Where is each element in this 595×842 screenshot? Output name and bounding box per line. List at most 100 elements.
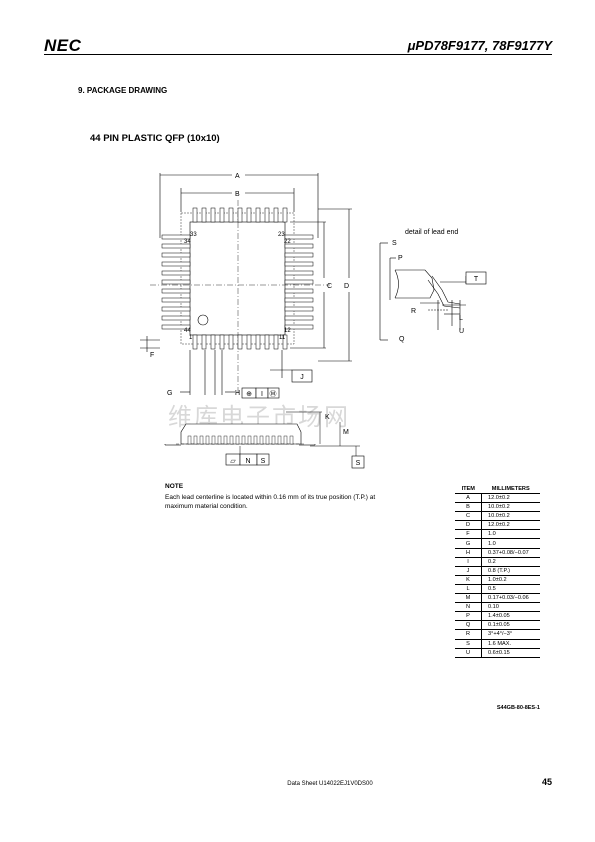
dim-k: K	[325, 414, 330, 421]
dim-c: C	[327, 283, 332, 290]
section-title: 9. PACKAGE DRAWING	[78, 86, 168, 95]
value-cell: 0.2	[481, 557, 540, 567]
page-number: 45	[541, 777, 552, 787]
note-heading: NOTE	[165, 483, 184, 490]
item-cell: N	[455, 602, 482, 613]
pin-34: 34	[184, 239, 191, 245]
dim-m: M	[343, 429, 349, 436]
pin-23: 23	[278, 232, 285, 238]
leads-bottom	[192, 334, 288, 350]
dim-p: P	[398, 255, 403, 262]
item-cell: H	[455, 548, 482, 558]
item-cell: G	[455, 538, 482, 549]
dim-d: D	[344, 283, 349, 290]
item-cell: I	[455, 557, 482, 567]
item-cell: Q	[455, 620, 482, 631]
side-view	[164, 423, 316, 446]
value-cell: 1.6 MAX.	[481, 639, 540, 649]
item-cell: R	[455, 629, 482, 640]
item-cell: F	[455, 529, 482, 540]
value-cell: 1.0±0.2	[481, 575, 540, 585]
nec-logo: NEC	[44, 36, 82, 55]
dim-f: F	[150, 352, 154, 359]
datum-s-side: S	[356, 460, 361, 467]
value-cell: 1.0	[481, 538, 540, 549]
note-body: Each lead centerline is located within 0…	[165, 494, 376, 510]
item-cell: S	[455, 639, 482, 649]
dim-j: J	[300, 374, 304, 381]
dim-n: N	[245, 458, 250, 465]
dim-g: G	[167, 390, 172, 397]
value-cell: 1.4±0.05	[481, 611, 540, 622]
item-cell: C	[455, 511, 482, 522]
datum-t: T	[474, 276, 479, 283]
item-cell: A	[455, 493, 482, 504]
dim-h: H	[235, 390, 240, 397]
item-cell: K	[455, 575, 482, 585]
drawing-code: S44GB-80-8ES-1	[496, 705, 540, 711]
value-cell: 0.6±0.15	[481, 648, 540, 658]
table-header-millimeters: MILLIMETERS	[481, 485, 540, 494]
pin-33: 33	[190, 232, 197, 238]
item-cell: M	[455, 593, 482, 604]
value-cell: 0.8 (T.P.)	[481, 566, 540, 576]
datum-s-ref: S	[261, 458, 266, 465]
dim-l: L	[459, 315, 463, 322]
value-cell: 0.10	[481, 602, 540, 613]
value-cell: 0.17+0.03/−0.06	[481, 593, 540, 604]
value-cell: 0.37+0.08/−0.07	[481, 548, 540, 558]
value-cell: 3°+4°/−3°	[481, 629, 540, 640]
dim-b: B	[235, 191, 240, 198]
header-rule	[44, 54, 552, 55]
dim-q: Q	[399, 336, 405, 343]
qfp-body-outline	[180, 212, 295, 345]
item-cell: J	[455, 566, 482, 576]
package-title: 44 PIN PLASTIC QFP (10x10)	[90, 133, 220, 144]
value-cell: 1.0	[481, 529, 540, 540]
dim-r: R	[411, 308, 416, 315]
item-cell: L	[455, 584, 482, 595]
footer-doc-number: Data Sheet U14022EJ1V0DS00	[287, 781, 373, 787]
dim-a: A	[235, 173, 240, 180]
item-cell: U	[455, 648, 482, 658]
value-cell: 0.5	[481, 584, 540, 595]
value-cell: 10.0±0.2	[481, 511, 540, 522]
position-tolerance-frame	[241, 387, 280, 399]
flatness-frame	[225, 453, 270, 466]
leads-right	[284, 234, 314, 330]
dim-u: U	[459, 328, 464, 335]
mmc-symbol: Ⓜ	[270, 390, 277, 398]
pin-1: 1	[189, 335, 193, 341]
flatness-symbol: ⏥	[230, 458, 236, 465]
pin-11: 11	[279, 335, 286, 341]
leads-top	[192, 207, 288, 223]
item-cell: B	[455, 502, 482, 513]
qfp-body-inner	[189, 221, 286, 336]
value-cell: 12.0±0.2	[481, 520, 540, 531]
item-cell: D	[455, 520, 482, 531]
pin-12: 12	[284, 328, 291, 334]
value-cell: 10.0±0.2	[481, 502, 540, 513]
leads-left	[161, 234, 191, 330]
position-value: I	[261, 391, 263, 398]
table-header-item: ITEM	[455, 485, 482, 494]
pin1-mark	[197, 314, 209, 326]
